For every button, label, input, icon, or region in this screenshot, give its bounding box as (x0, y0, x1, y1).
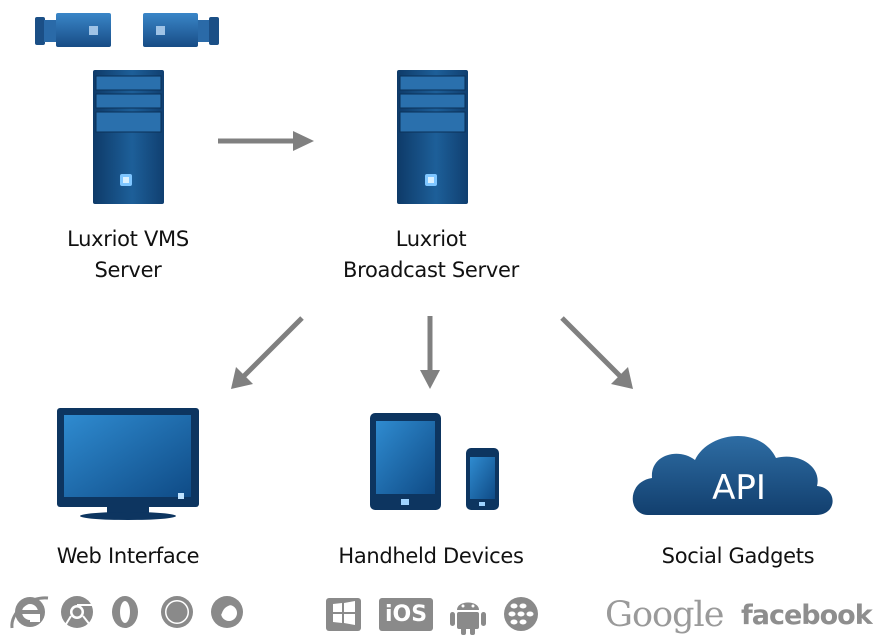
broadcast-server-label: Luxriot Broadcast Server (321, 224, 541, 286)
arrow-to-handheld (420, 316, 440, 389)
vms-server-label: Luxriot VMS Server (38, 224, 218, 286)
arrow-to-social (560, 316, 633, 389)
web-interface-label: Web Interface (56, 544, 200, 568)
arrow-vms-to-broadcast (218, 131, 314, 151)
vms-server-label-line2: Server (94, 258, 162, 282)
safari-icon (161, 596, 193, 628)
vms-server-label-line1: Luxriot VMS (67, 227, 189, 251)
camera-icon (143, 13, 219, 47)
vms-server-icon (93, 70, 164, 204)
firefox-icon (211, 596, 243, 628)
ios-icon (379, 598, 433, 631)
social-gadgets-label: Social Gadgets (661, 544, 815, 568)
blackberry-icon (504, 597, 538, 631)
google-wordmark: Google (605, 595, 724, 635)
monitor-icon (57, 408, 199, 520)
facebook-wordmark: facebook (741, 600, 873, 631)
api-cloud-label: API (712, 468, 766, 508)
camera-icon (35, 13, 111, 47)
phone-icon (466, 448, 499, 510)
windows-icon (326, 598, 361, 631)
arrow-to-web (231, 316, 304, 389)
broadcast-server-label-line2: Broadcast Server (343, 258, 519, 282)
tablet-icon (370, 413, 441, 510)
broadcast-server-label-line1: Luxriot (395, 227, 467, 251)
ios-label: iOS (384, 602, 428, 627)
broadcast-server-icon (397, 70, 468, 204)
android-icon (450, 602, 486, 635)
internet-explorer-icon (10, 596, 49, 629)
chrome-icon (61, 596, 93, 630)
handheld-devices-label: Handheld Devices (338, 544, 524, 568)
cloud-icon (632, 436, 833, 515)
opera-icon (112, 596, 138, 628)
